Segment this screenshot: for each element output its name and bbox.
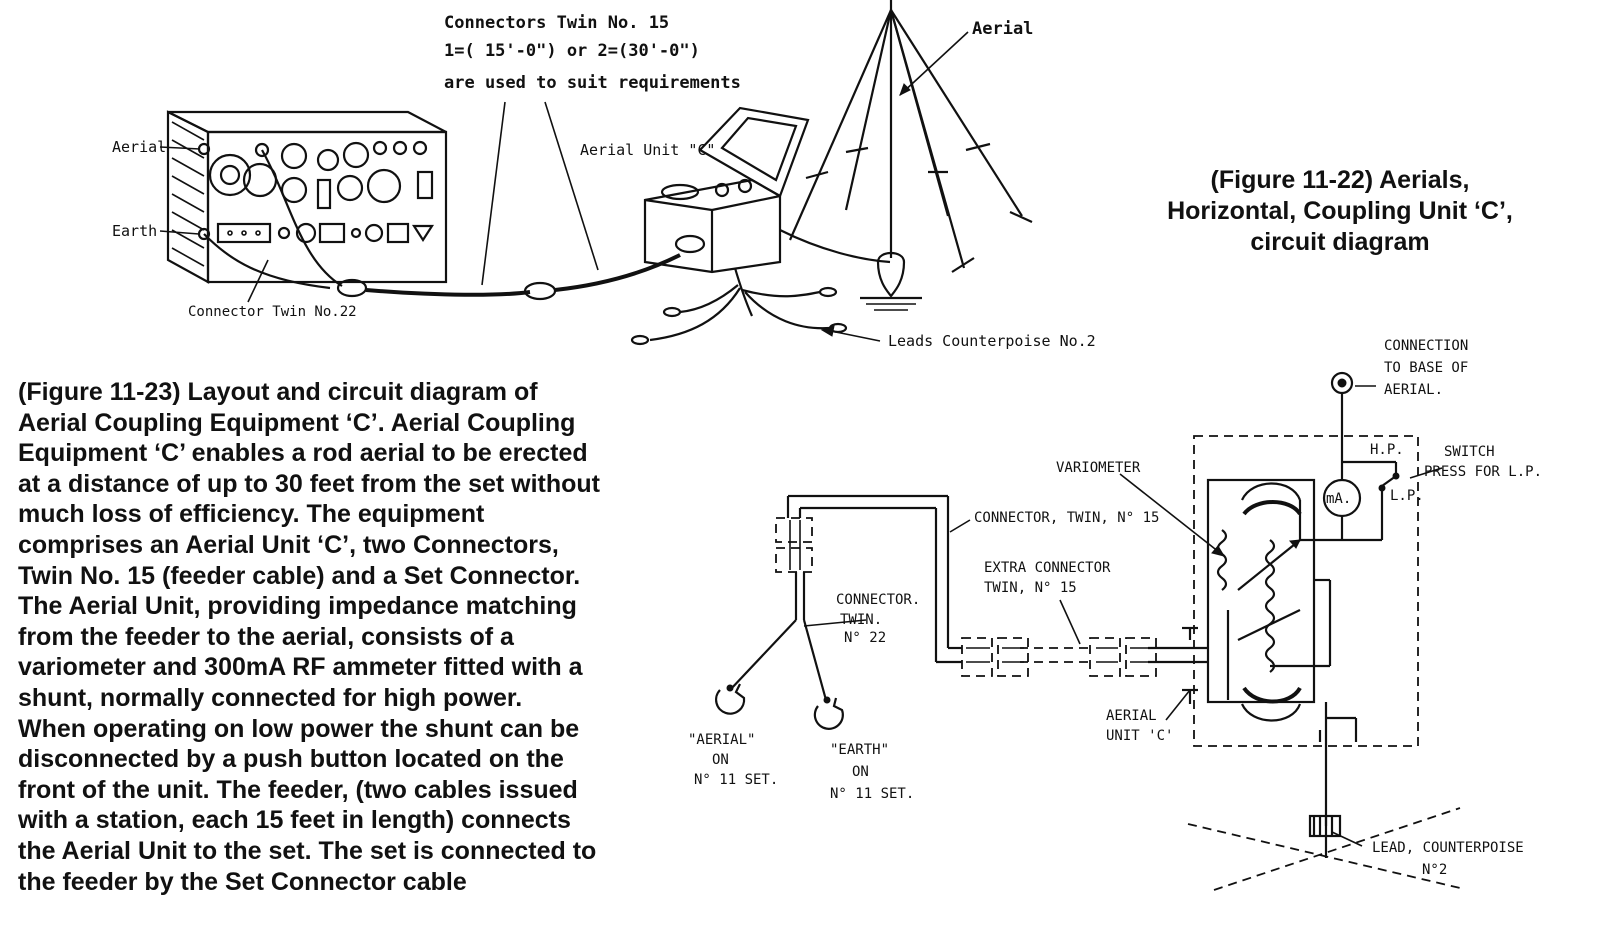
figure-11-22-drawing: Connectors Twin No. 15 1=( 15'-0") or 2=… xyxy=(112,0,1096,350)
caption-line: The Aerial Unit, providing impedance mat… xyxy=(18,592,577,621)
label-earth-set: Earth xyxy=(112,222,157,240)
label-connector-twin-22-2: TWIN. xyxy=(840,612,882,628)
label-connector-twin-22-1: CONNECTOR. xyxy=(836,592,920,608)
label-connectors-line3: are used to suit requirements xyxy=(444,73,741,93)
wireless-set xyxy=(166,110,448,284)
label-ma: mA. xyxy=(1326,491,1351,507)
label-extra-connector-2: TWIN, N° 15 xyxy=(984,580,1077,596)
label-lead-counterpoise-1: LEAD, COUNTERPOISE xyxy=(1372,840,1524,856)
label-connectors-line2: 1=( 15'-0") or 2=(30'-0") xyxy=(444,41,700,61)
caption-figure-11-23: (Figure 11-23) Layout and circuit diagra… xyxy=(18,377,698,897)
label-variometer: VARIOMETER xyxy=(1056,460,1141,476)
label-connector-twin-22-3: N° 22 xyxy=(844,630,886,646)
label-earth-on-2: ON xyxy=(852,764,869,780)
label-aerial-unit-c: Aerial Unit "C" xyxy=(580,141,715,159)
caption-line: Twin No. 15 (feeder cable) and a Set Con… xyxy=(18,561,581,590)
caption-line: comprises an Aerial Unit ‘C’, two Connec… xyxy=(18,530,559,559)
label-aerial-unit-1: AERIAL xyxy=(1106,708,1157,724)
label-leads-counterpoise: Leads Counterpoise No.2 xyxy=(888,332,1096,350)
aerial-unit-c xyxy=(643,106,810,274)
label-switch-2: PRESS FOR L.P. xyxy=(1424,464,1542,480)
caption-line: front of the unit. The feeder, (two cabl… xyxy=(18,775,578,804)
caption-line: shunt, normally connected for high power… xyxy=(18,683,523,712)
caption-line: from the feeder to the aerial, consists … xyxy=(18,622,514,651)
label-aerial-set: Aerial xyxy=(112,138,166,156)
caption-line: much loss of efficiency. The equipment xyxy=(18,500,485,529)
label-connector-twin-15: CONNECTOR, TWIN, N° 15 xyxy=(974,510,1159,526)
label-earth-on-1: "EARTH" xyxy=(830,742,889,758)
label-aerial-unit-2: UNIT 'C' xyxy=(1106,728,1173,744)
label-connectors-line1: Connectors Twin No. 15 xyxy=(444,13,669,33)
caption-line: Horizontal, Coupling Unit ‘C’, xyxy=(1167,197,1513,225)
caption-line: When operating on low power the shunt ca… xyxy=(18,714,580,743)
label-extra-connector-1: EXTRA CONNECTOR xyxy=(984,560,1111,576)
label-lead-counterpoise-2: N°2 xyxy=(1422,862,1447,878)
caption-line: with a station, each 15 feet in length) … xyxy=(18,806,571,835)
label-earth-on-3: N° 11 SET. xyxy=(830,786,914,802)
caption-line: variometer and 300mA RF ammeter fitted w… xyxy=(18,653,583,682)
label-aerial-on-2: ON xyxy=(712,752,729,768)
label-aerial-on-3: N° 11 SET. xyxy=(694,772,778,788)
caption-line: Aerial Coupling Equipment ‘C’. Aerial Co… xyxy=(18,408,576,437)
label-connection-base-3: AERIAL. xyxy=(1384,382,1443,398)
caption-line: Equipment ‘C’ enables a rod aerial to be… xyxy=(18,439,588,468)
caption-line: the feeder by the Set Connector cable xyxy=(18,867,467,896)
label-connection-base-2: TO BASE OF xyxy=(1384,360,1468,376)
caption-figure-11-22: (Figure 11-22) Aerials, Horizontal, Coup… xyxy=(1115,165,1565,258)
label-connector-twin-22: Connector Twin No.22 xyxy=(188,304,357,320)
label-aerial-on-1: "AERIAL" xyxy=(688,732,755,748)
label-connection-base-1: CONNECTION xyxy=(1384,338,1468,354)
caption-line: (Figure 11-23) Layout and circuit diagra… xyxy=(18,378,538,406)
caption-line: (Figure 11-22) Aerials, xyxy=(1210,166,1470,194)
label-lp: L.P. xyxy=(1390,488,1424,504)
rod-aerial xyxy=(788,0,1033,311)
caption-line: disconnected by a push button located on… xyxy=(18,745,564,774)
caption-line: circuit diagram xyxy=(1250,228,1430,256)
label-aerial-top: Aerial xyxy=(972,19,1033,39)
label-switch-1: SWITCH xyxy=(1444,444,1495,460)
caption-line: at a distance of up to 30 feet from the … xyxy=(18,469,601,498)
figure-11-23-circuit: CONNECTION TO BASE OF AERIAL. H.P. L.P. … xyxy=(688,338,1542,891)
label-hp: H.P. xyxy=(1370,442,1404,458)
caption-line: the Aerial Unit to the set. The set is c… xyxy=(18,836,597,865)
